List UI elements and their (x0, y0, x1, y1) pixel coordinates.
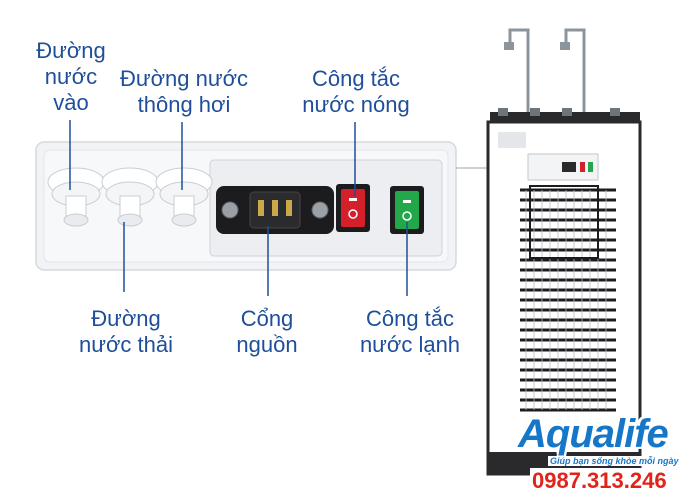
water-tap-icon (508, 28, 586, 112)
brand-phone[interactable]: 0987.313.246 (530, 468, 669, 494)
water-inlet-label: Đường nước vào (36, 38, 106, 115)
power-port-label: Cổng nguồn (236, 306, 298, 357)
water-dispenser-machine (486, 28, 642, 476)
brand-tagline: Giúp bạn sống khỏe mỗi ngày (548, 456, 681, 466)
vent-line-label: Đường nước thông hơi (119, 66, 248, 117)
vent-fitting (155, 167, 213, 227)
condenser-coil (520, 188, 616, 412)
brand-logo: Aqualife Giúp bạn sống khỏe mỗi ngày 098… (518, 412, 700, 494)
callout-lines (69, 120, 408, 296)
hot-switch-label: Công tắc nước nóng (302, 66, 410, 117)
drain-line-label: Đường nước thải (79, 306, 173, 357)
power-socket-icon (216, 186, 334, 234)
hot-water-rocker-switch[interactable] (336, 184, 370, 232)
cold-water-rocker-switch[interactable] (390, 186, 424, 234)
cold-switch-label: Công tắc nước lạnh (359, 306, 461, 357)
drain-fitting (101, 167, 159, 227)
brand-name: Aqualife (518, 412, 669, 456)
